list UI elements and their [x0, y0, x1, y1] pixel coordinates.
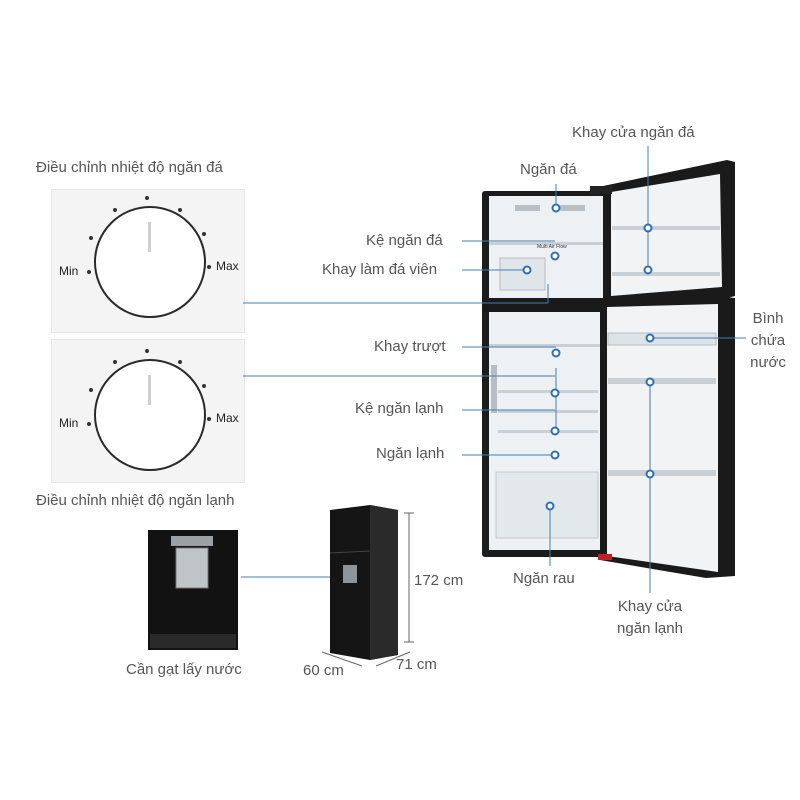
- door-hinge: [598, 554, 612, 560]
- dial-tick: [113, 360, 117, 364]
- closed-fridge-dispenser: [343, 565, 357, 583]
- shelf-line: [498, 410, 598, 413]
- label-crisper: Ngăn rau: [513, 570, 575, 587]
- dial-tick: [145, 196, 149, 200]
- freezer-dial-knob[interactable]: [94, 206, 206, 318]
- label-ice-tray: Khay làm đá viên: [322, 261, 438, 278]
- callout-dots: [522, 203, 655, 511]
- shelf-line: [498, 390, 598, 393]
- multi-air-flow-label: Multi Air Flow: [537, 244, 567, 250]
- freezer-dial-panel: Min Max: [51, 189, 245, 333]
- dial-tick: [202, 384, 206, 388]
- label-fridge-compartment: Ngăn lạnh: [376, 445, 445, 462]
- fridge-door-inner: [607, 304, 718, 572]
- dimension-height: 172 cm: [414, 572, 464, 589]
- dial-tick: [202, 232, 206, 236]
- dimension-depth: 71 cm: [396, 656, 437, 673]
- dial-min-label: Min: [59, 264, 79, 278]
- freezer-door-inner: [611, 174, 722, 296]
- door-split: [329, 550, 371, 554]
- label-fridge-door-tray-line: ngăn lạnh: [617, 620, 683, 637]
- fridge-dial-knob[interactable]: [94, 359, 206, 471]
- water-lever-shape: [175, 547, 209, 589]
- door-bin: [612, 226, 720, 230]
- dial-tick: [89, 388, 93, 392]
- fridge-dial-title: Điều chỉnh nhiệt độ ngăn lạnh: [36, 492, 235, 509]
- dial-tick: [178, 360, 182, 364]
- shelf-line: [498, 430, 598, 433]
- freezer-shelf-line: [489, 242, 603, 245]
- label-water-tank-line: chứa: [750, 332, 786, 349]
- label-water-lever: Cần gạt lấy nước: [126, 661, 242, 678]
- dial-max-label: Max: [216, 411, 239, 425]
- dial-tick: [207, 417, 211, 421]
- dimension-lines: [321, 512, 414, 667]
- door-bin: [608, 470, 716, 476]
- sliding-tray-line: [489, 344, 603, 347]
- ice-tray-shape: [499, 257, 546, 291]
- dimension-width: 60 cm: [303, 662, 344, 679]
- fridge-divider: [482, 298, 610, 312]
- label-freezer-compartment: Ngăn đá: [520, 161, 577, 178]
- dial-tick: [87, 270, 91, 274]
- door-bin: [612, 272, 720, 276]
- callout-lines: [241, 146, 746, 593]
- hinge: [590, 186, 612, 194]
- fridge-dial-panel: Min Max: [51, 339, 245, 483]
- label-fridge-shelf: Kệ ngăn lạnh: [355, 400, 444, 417]
- water-tank-shape: [607, 332, 717, 346]
- dial-tick: [178, 208, 182, 212]
- dial-max-label: Max: [216, 259, 239, 273]
- dispenser-top: [171, 536, 213, 546]
- dial-tick: [87, 422, 91, 426]
- side-handle: [491, 365, 497, 413]
- freezer-vent: [560, 205, 585, 211]
- dial-indicator: [148, 375, 151, 405]
- dial-indicator: [148, 222, 151, 252]
- label-fridge-door-tray-line: Khay cửa: [617, 598, 683, 615]
- label-water-tank: Bình chứa nước: [746, 308, 790, 374]
- label-water-tank-line: nước: [750, 354, 786, 371]
- freezer-vent: [515, 205, 540, 211]
- label-freezer-door-tray: Khay cửa ngăn đá: [572, 124, 695, 141]
- door-bin: [608, 378, 716, 384]
- dial-min-label: Min: [59, 416, 79, 430]
- dial-tick: [207, 265, 211, 269]
- label-water-tank-line: Bình: [752, 310, 784, 327]
- dial-tick: [89, 236, 93, 240]
- dial-tick: [113, 208, 117, 212]
- freezer-dial-title: Điều chỉnh nhiệt độ ngăn đá: [36, 159, 223, 176]
- label-freezer-shelf: Kệ ngăn đá: [366, 232, 443, 249]
- label-sliding-tray: Khay trượt: [374, 338, 446, 355]
- label-fridge-door-tray: Khay cửa ngăn lạnh: [600, 596, 700, 640]
- closed-fridge-side: [370, 505, 398, 660]
- dial-tick: [145, 349, 149, 353]
- drip-tray: [150, 634, 236, 648]
